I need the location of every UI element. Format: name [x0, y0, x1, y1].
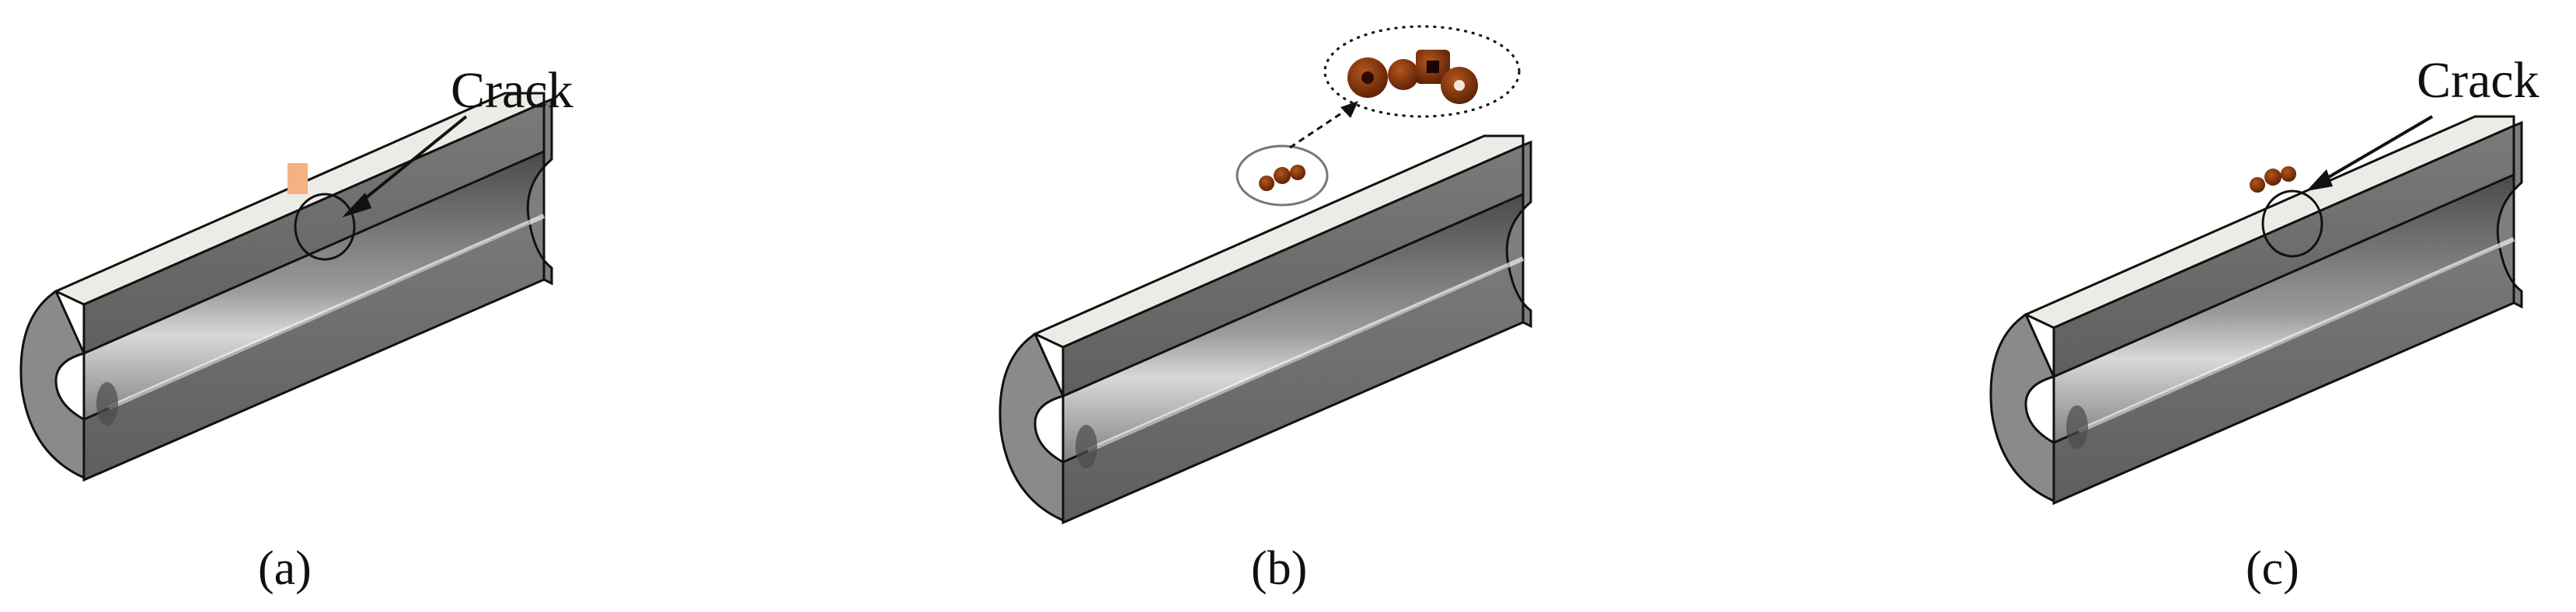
- crack-label-c: Crack: [2417, 52, 2539, 109]
- panel-label-b: (b): [1251, 542, 1307, 595]
- transducer-group-c: [2250, 166, 2296, 193]
- sensor-marker-a: [288, 163, 308, 194]
- transducer-zoom-circle-b: [1236, 144, 1329, 207]
- transducer-group-large-b: [1347, 50, 1478, 104]
- panel-label-a: (a): [258, 542, 312, 595]
- crack-arrow-c: [2322, 115, 2434, 182]
- zoom-arrow-b: [1289, 107, 1349, 149]
- crack-circle-a: [294, 193, 356, 261]
- pipe-model-b: [1000, 136, 1531, 523]
- panel-c: Crack (c): [1991, 52, 2539, 595]
- transducer-enlarged-circle-b: [1323, 25, 1521, 118]
- transducer-group-small-b: [1259, 165, 1305, 191]
- pipe-model-c: [1991, 116, 2522, 503]
- crack-arrow-a: [357, 115, 468, 205]
- crack-label-a: Crack: [451, 62, 573, 119]
- zoom-arrowhead-b: [1340, 101, 1358, 118]
- pipe-model-a: [21, 93, 552, 480]
- crack-arrowhead-a: [342, 193, 371, 217]
- panel-label-c: (c): [2246, 542, 2299, 595]
- panel-a: Crack (a): [21, 62, 573, 595]
- crack-arrowhead-c: [2306, 169, 2333, 191]
- crack-circle-c: [2261, 190, 2323, 258]
- panel-b: (b): [1000, 25, 1531, 595]
